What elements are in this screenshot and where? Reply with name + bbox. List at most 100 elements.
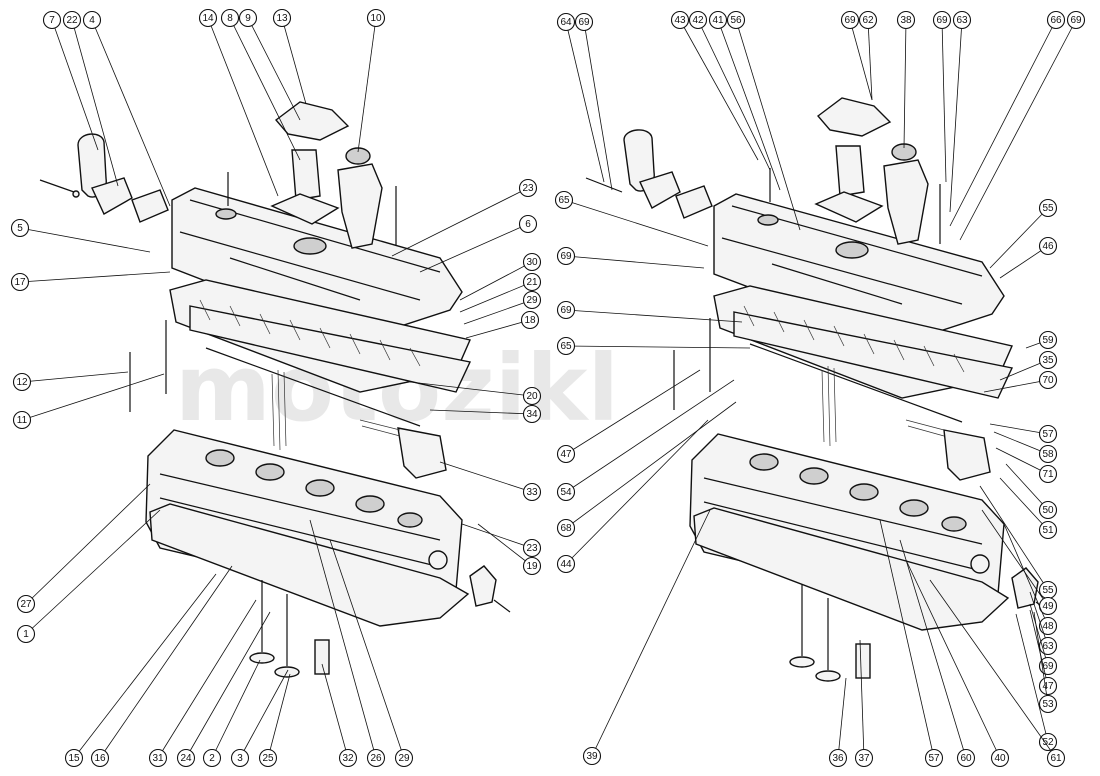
callout-number: 40 bbox=[994, 753, 1006, 764]
callout-leader-line bbox=[929, 579, 1057, 759]
left-cylinder-head-assembly bbox=[39, 101, 511, 678]
callout-circle bbox=[840, 10, 860, 30]
callout-circle bbox=[62, 10, 82, 30]
callout-circle bbox=[338, 748, 358, 768]
left-callout-18: 18 bbox=[465, 310, 540, 339]
left-callout-2: 2 bbox=[202, 659, 261, 768]
rocker-shaft bbox=[205, 347, 421, 427]
left-callout-6: 6 bbox=[419, 214, 538, 273]
left-callout-19: 19 bbox=[477, 523, 542, 576]
callout-circle bbox=[522, 404, 542, 424]
callout-leader-line bbox=[565, 401, 737, 529]
callout-circle bbox=[582, 746, 602, 766]
valve-port bbox=[205, 449, 235, 467]
right-callout-57: 57 bbox=[879, 519, 944, 768]
pump-housing bbox=[883, 159, 929, 245]
callout-circle bbox=[932, 10, 952, 30]
left-callout-3: 3 bbox=[230, 669, 289, 768]
callout-circle bbox=[198, 8, 218, 28]
callout-circle bbox=[366, 8, 386, 28]
callout-circle bbox=[556, 336, 576, 356]
callout-circle bbox=[12, 372, 32, 392]
callout-number: 48 bbox=[1042, 621, 1054, 632]
callout-leader-line bbox=[21, 373, 165, 421]
callout-leader-line bbox=[995, 447, 1049, 475]
callout-number: 69 bbox=[560, 305, 572, 316]
callout-number: 70 bbox=[1042, 375, 1054, 386]
callout-leader-line bbox=[565, 255, 705, 269]
right-callout-37: 37 bbox=[854, 639, 874, 768]
callout-circle bbox=[522, 556, 542, 576]
callout-number: 55 bbox=[1042, 585, 1054, 596]
callout-leader-line bbox=[25, 483, 151, 605]
callout-leader-line bbox=[1029, 609, 1049, 687]
right-callout-69: 69 bbox=[556, 300, 743, 323]
callout-number: 19 bbox=[526, 561, 538, 572]
left-callout-24: 24 bbox=[176, 611, 271, 768]
cover-port bbox=[293, 237, 327, 255]
callout-leader-line bbox=[91, 19, 171, 207]
side-port bbox=[970, 554, 990, 574]
callout-leader-line bbox=[267, 673, 291, 759]
callout-circle bbox=[1038, 500, 1058, 520]
callout-number: 1 bbox=[23, 629, 29, 640]
valve-port bbox=[799, 467, 829, 485]
callout-leader-line bbox=[51, 19, 99, 151]
rocker-bracket bbox=[397, 427, 447, 479]
callout-leader-line bbox=[583, 21, 613, 191]
callout-number: 15 bbox=[68, 753, 80, 764]
callout-circle bbox=[924, 748, 944, 768]
callout-circle bbox=[10, 272, 30, 292]
callout-circle bbox=[176, 748, 196, 768]
callout-leader-line bbox=[463, 299, 533, 325]
callout-number: 4 bbox=[89, 15, 95, 26]
right-callout-63: 63 bbox=[949, 10, 972, 213]
callout-leader-line bbox=[859, 639, 865, 759]
callout-number: 63 bbox=[956, 15, 968, 26]
callout-leader-line bbox=[247, 17, 301, 121]
pump-top bbox=[345, 147, 371, 165]
callout-number: 68 bbox=[560, 523, 572, 534]
spring bbox=[821, 365, 837, 447]
right-callout-53: 53 bbox=[1033, 611, 1058, 714]
callout-circle bbox=[556, 518, 576, 538]
head-edge bbox=[159, 473, 441, 567]
callout-leader-line bbox=[565, 345, 751, 349]
callout-leader-line bbox=[21, 371, 129, 383]
right-callout-50: 50 bbox=[1005, 463, 1058, 520]
right-callout-69: 69 bbox=[556, 246, 705, 269]
callout-number: 63 bbox=[1042, 641, 1054, 652]
callout-leader-line bbox=[565, 419, 709, 565]
valve-port bbox=[749, 453, 779, 471]
callout-leader-line bbox=[565, 21, 605, 183]
callout-circle bbox=[16, 594, 36, 614]
callout-leader-line bbox=[73, 573, 217, 759]
right-callout-66: 66 bbox=[949, 10, 1066, 227]
right-callout-70: 70 bbox=[983, 370, 1058, 393]
callout-number: 53 bbox=[1042, 699, 1054, 710]
callout-circle bbox=[518, 214, 538, 234]
callout-leader-line bbox=[941, 19, 947, 183]
callout-circle bbox=[394, 748, 414, 768]
callout-circle bbox=[556, 444, 576, 464]
callout-number: 32 bbox=[342, 753, 354, 764]
callout-number: 69 bbox=[844, 15, 856, 26]
left-callout-16: 16 bbox=[90, 565, 233, 768]
right-callout-51: 51 bbox=[999, 477, 1058, 540]
callout-number: 56 bbox=[730, 15, 742, 26]
left-callout-5: 5 bbox=[10, 218, 151, 253]
left-callout-10: 10 bbox=[357, 8, 386, 153]
callout-number: 44 bbox=[560, 559, 572, 570]
callout-circle bbox=[828, 748, 848, 768]
cover-port bbox=[215, 208, 237, 220]
callout-leader-line bbox=[461, 523, 533, 549]
callout-leader-line bbox=[19, 227, 151, 253]
callout-circle bbox=[202, 748, 222, 768]
side-cover bbox=[469, 565, 497, 607]
left-callout-31: 31 bbox=[148, 599, 257, 768]
washer bbox=[72, 190, 80, 198]
callout-number: 69 bbox=[1042, 661, 1054, 672]
callout-circle bbox=[16, 624, 36, 644]
valve-head bbox=[815, 670, 841, 682]
callout-circle bbox=[12, 410, 32, 430]
